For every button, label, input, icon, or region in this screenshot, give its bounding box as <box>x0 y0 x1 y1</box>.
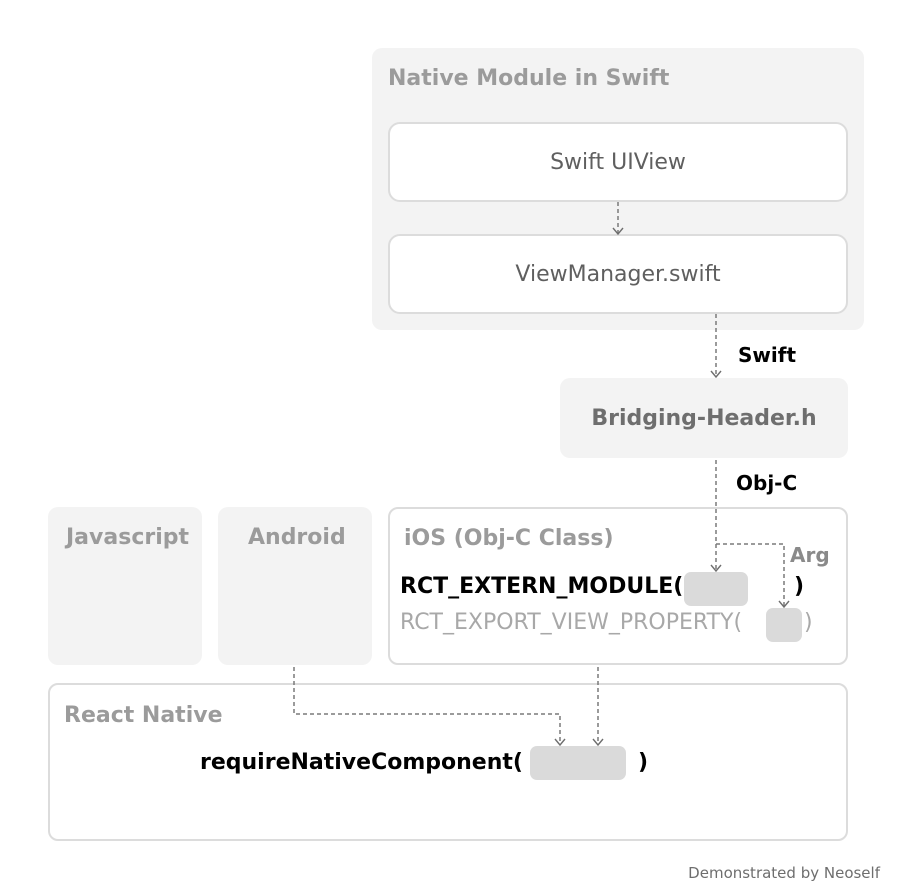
rct-extern-module-close: ) <box>794 574 805 599</box>
rct-export-view-property-close: ) <box>804 610 813 635</box>
swift-edge-label: Swift <box>738 343 796 367</box>
objc-edge-label: Obj-C <box>736 471 798 495</box>
require-native-component-text: requireNativeComponent( <box>200 750 523 775</box>
viewmanager-card: ViewManager.swift <box>388 234 848 314</box>
property-slot <box>766 608 802 642</box>
arrowhead-bridging <box>710 370 722 379</box>
rct-export-view-property-text: RCT_EXPORT_VIEW_PROPERTY( <box>400 610 743 635</box>
swift-uiview-card: Swift UIView <box>388 122 848 202</box>
require-native-component-close: ) <box>638 750 649 775</box>
swift-module-group: Native Module in Swift Swift UIView View… <box>372 48 864 330</box>
bridging-header-label: Bridging-Header.h <box>591 405 817 431</box>
android-box: Android <box>218 507 372 665</box>
swift-module-group-title: Native Module in Swift <box>388 66 670 91</box>
rct-extern-module-text: RCT_EXTERN_MODULE( <box>400 574 684 599</box>
credit-text: Demonstrated by Neoself <box>688 864 880 882</box>
bridging-header-box: Bridging-Header.h <box>560 378 848 458</box>
arg-edge-label: Arg <box>790 543 830 567</box>
javascript-box: Javascript <box>48 507 202 665</box>
javascript-label: Javascript <box>66 525 190 550</box>
module-name-slot <box>684 572 748 606</box>
ios-label: iOS (Obj-C Class) <box>404 526 614 551</box>
component-name-slot <box>530 746 626 780</box>
react-native-label: React Native <box>64 703 223 728</box>
android-label: Android <box>248 525 346 550</box>
